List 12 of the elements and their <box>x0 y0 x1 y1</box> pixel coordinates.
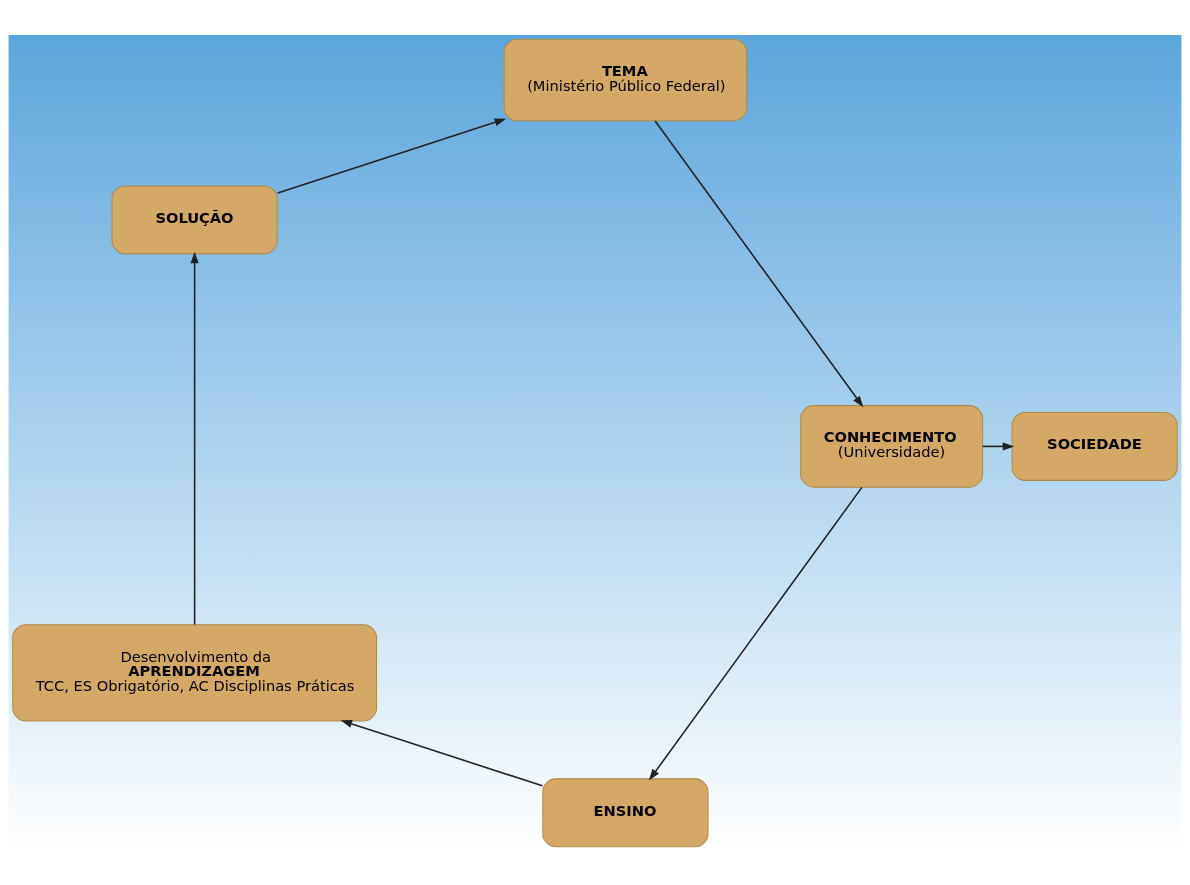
node-box: Desenvolvimento da APRENDIZAGEM TCC, ES Obrigatório, AC Disciplinas Práticas <box>12 623 378 721</box>
arrow <box>190 251 199 625</box>
arrow <box>648 486 863 781</box>
node-box: TEMA (Ministério Público Federal) <box>503 38 748 121</box>
node-box: ENSINO <box>542 777 709 847</box>
arrow <box>340 719 544 787</box>
node-box: SOCIEDADE <box>1011 411 1178 481</box>
arrow <box>654 119 864 407</box>
arrow <box>276 117 507 194</box>
node-box: CONHECIMENTO (Universidade) <box>800 404 984 488</box>
node-box: SOLUÇÃO <box>111 184 278 254</box>
arrow <box>982 441 1015 450</box>
